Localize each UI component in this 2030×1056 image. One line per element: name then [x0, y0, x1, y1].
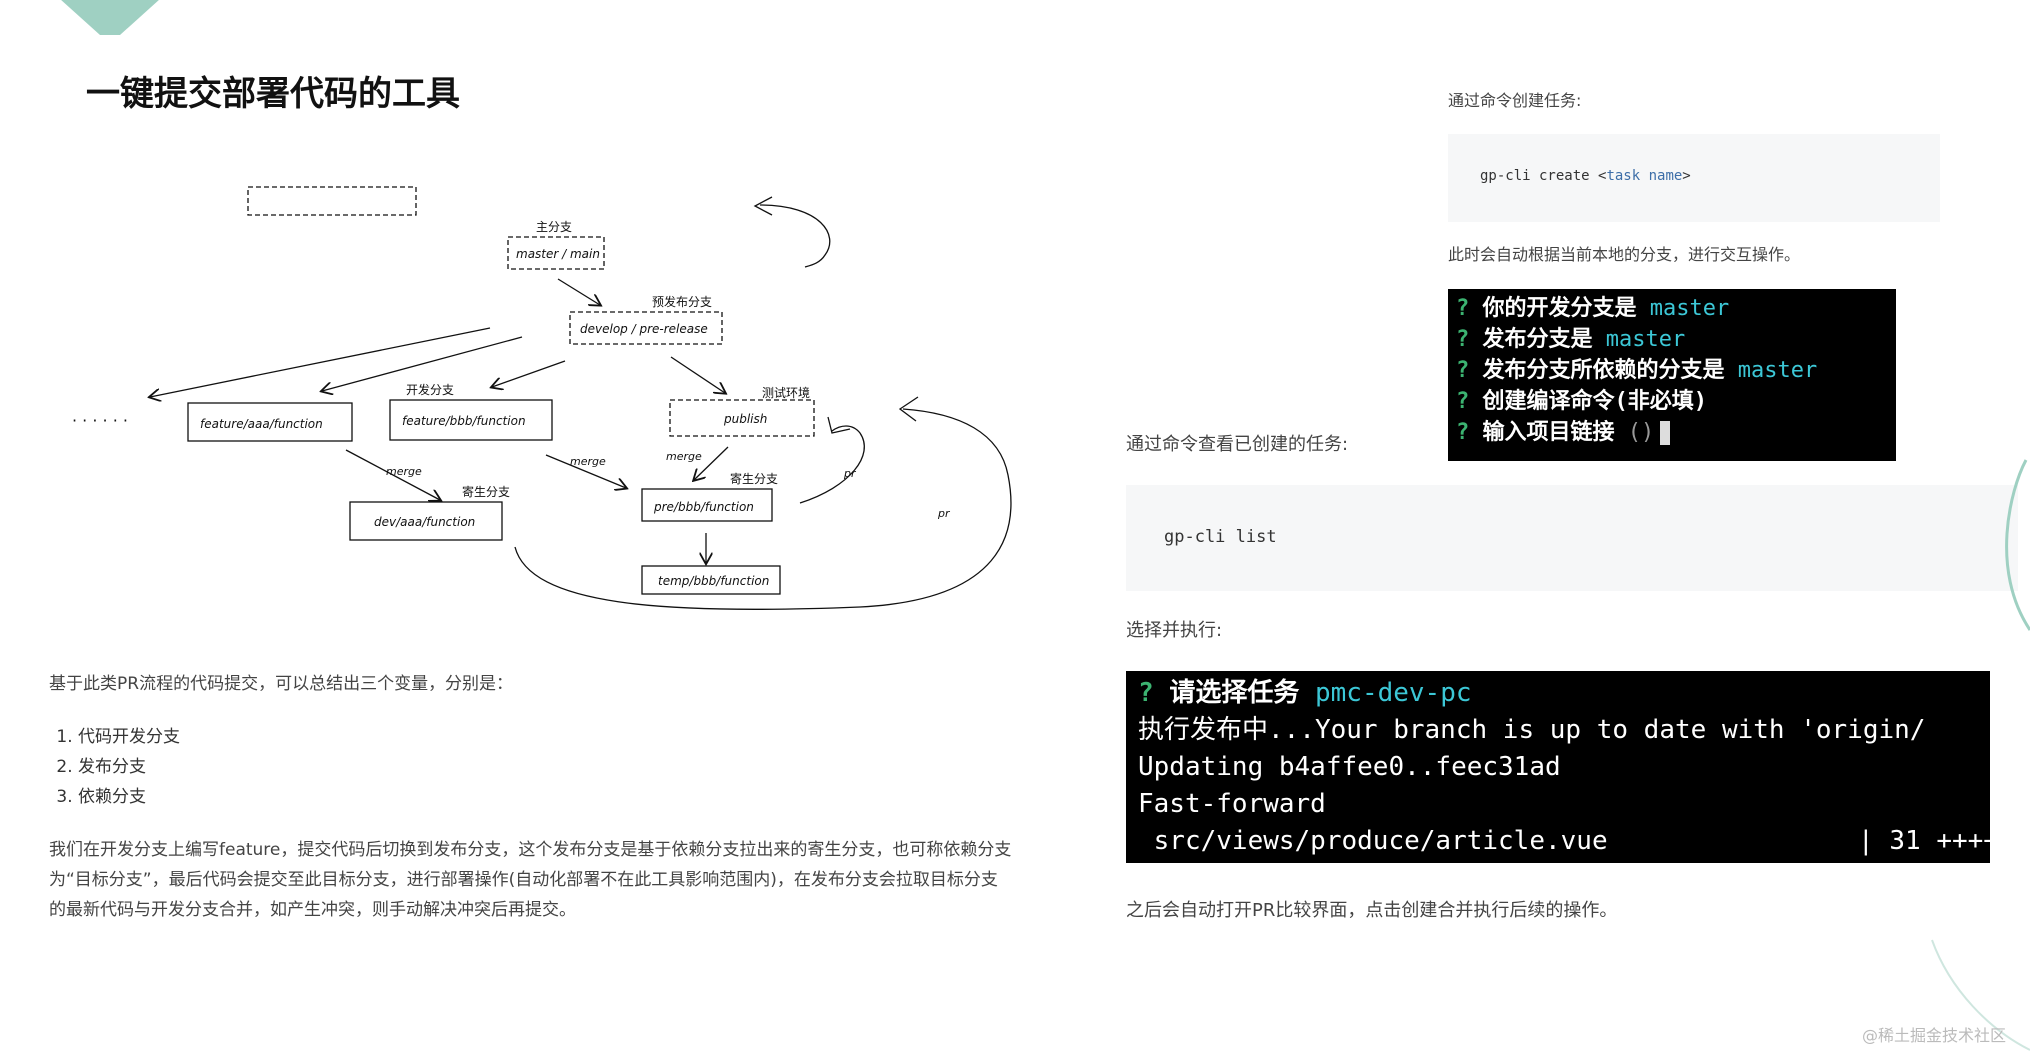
publish-node: publish	[723, 412, 767, 426]
terminal-line: ? 发布分支所依赖的分支是 master	[1456, 355, 1888, 386]
list-command-block: gp-cli list	[1126, 485, 2018, 591]
dev-aaa-label: 寄生分支	[462, 484, 510, 499]
feature-aaa-node: feature/aaa/function	[200, 417, 323, 431]
pr-label-2: pr	[937, 507, 951, 520]
terminal-line: ? 请选择任务 pmc-dev-pc	[1138, 675, 1978, 712]
list-item: 发布分支	[78, 752, 180, 782]
description-paragraph: 我们在开发分支上编写feature，提交代码后切换到发布分支，这个发布分支是基于…	[49, 835, 1089, 925]
pr-arrow-short	[800, 426, 864, 503]
decorative-corner-shape	[60, 0, 160, 35]
terminal-line: ? 输入项目链接 ()	[1456, 417, 1888, 448]
execution-terminal: ? 请选择任务 pmc-dev-pc 执行发布中...Your branch i…	[1126, 671, 1990, 863]
create-command: gp-cli create <task name>	[1480, 168, 1691, 184]
list-item: 代码开发分支	[78, 722, 180, 752]
description-line-3: 的最新代码与开发分支合并，如产生冲突，则手动解决冲突后再提交。	[49, 895, 1089, 925]
list-tasks-label: 通过命令查看已创建的任务:	[1126, 430, 1348, 460]
watermark: @稀土掘金技术社区	[1862, 1022, 2006, 1046]
terminal-line: ? 发布分支是 master	[1456, 324, 1888, 355]
create-command-arg: task name	[1606, 168, 1682, 184]
description-line-1: 我们在开发分支上编写feature，提交代码后切换到发布分支，这个发布分支是基于…	[49, 835, 1089, 865]
select-execute-label: 选择并执行:	[1126, 616, 1222, 646]
dev-branch-label: 开发分支	[406, 382, 454, 397]
arrow-master-develop	[558, 279, 600, 305]
master-node: master / main	[516, 247, 600, 261]
pr-label-1: pr	[843, 467, 857, 480]
create-task-label: 通过命令创建任务:	[1448, 86, 1581, 116]
publish-label: 测试环境	[762, 385, 810, 400]
more-branches-dots: · · · · · ·	[72, 411, 128, 430]
master-label: 主分支	[536, 220, 572, 234]
create-command-suffix: >	[1682, 168, 1690, 184]
create-command-prefix: gp-cli create <	[1480, 168, 1606, 184]
feature-bbb-node: feature/bbb/function	[402, 414, 526, 428]
note-box	[248, 187, 416, 215]
create-command-block: gp-cli create <task name>	[1448, 134, 1940, 222]
terminal-line: Updating b4affee0..feec31ad	[1138, 749, 1978, 786]
merge-label-2: merge	[570, 455, 606, 468]
description-line-2: 为“目标分支”，最后代码会提交至此目标分支，进行部署操作(自动化部署不在此工具影…	[49, 865, 1089, 895]
dev-aaa-node: dev/aaa/function	[374, 515, 475, 529]
prompt-terminal: ? 你的开发分支是 master ? 发布分支是 master ? 发布分支所依…	[1448, 289, 1896, 461]
terminal-line: ? 你的开发分支是 master	[1456, 293, 1888, 324]
pre-bbb-node: pre/bbb/function	[653, 500, 754, 514]
terminal-line: 执行发布中...Your branch is up to date with '…	[1138, 712, 1978, 749]
list-command: gp-cli list	[1164, 527, 1277, 547]
arrow-develop-feature-bbb	[492, 361, 565, 387]
temp-bbb-node: temp/bbb/function	[658, 574, 769, 588]
terminal-line: Fast-forward	[1138, 786, 1978, 823]
merge-label-1: merge	[386, 465, 422, 478]
after-action-label: 之后会自动打开PR比较界面，点击创建合并执行后续的操作。	[1126, 896, 1617, 926]
terminal-line: ? 创建编译命令(非必填)	[1456, 386, 1888, 417]
develop-node: develop / pre-release	[580, 322, 708, 336]
terminal-line: src/views/produce/article.vue | 31 +++++	[1138, 823, 1978, 860]
page-title: 一键提交部署代码的工具	[86, 66, 460, 115]
cursor-icon	[1660, 421, 1670, 445]
branch-flow-diagram: 主分支 master / main 预发布分支 develop / pre-re…	[60, 175, 1060, 645]
develop-label: 预发布分支	[652, 294, 712, 309]
variables-list: 代码开发分支 发布分支 依赖分支	[58, 722, 180, 812]
intro-text: 基于此类PR流程的代码提交，可以总结出三个变量，分别是：	[49, 669, 513, 699]
pre-bbb-label: 寄生分支	[730, 471, 778, 486]
list-item: 依赖分支	[78, 782, 180, 812]
auto-interact-label: 此时会自动根据当前本地的分支，进行交互操作。	[1448, 240, 1800, 270]
decorative-curve	[1930, 450, 2030, 1056]
merge-label-3: merge	[666, 450, 702, 463]
arrow-develop-publish	[671, 357, 725, 393]
